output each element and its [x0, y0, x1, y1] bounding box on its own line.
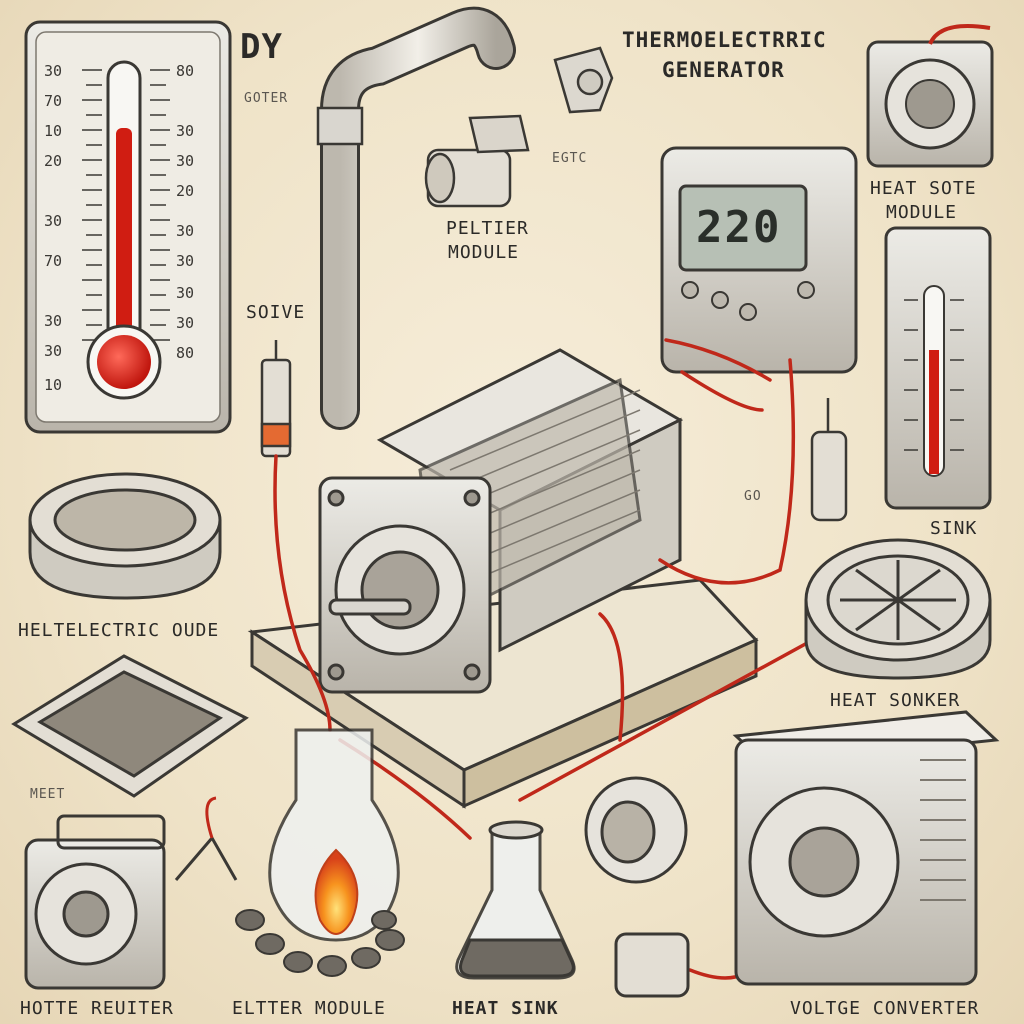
title-line-1: THERMOELECTRRIC	[622, 28, 827, 52]
thermometer-scale-lines	[82, 69, 170, 341]
fan-unit-left	[24, 814, 166, 990]
label-solve: SOIVE	[246, 302, 306, 323]
corner-subtitle: GOTER	[244, 91, 289, 106]
thermo-left-tick: 30	[44, 212, 63, 230]
thermo-right-tick: 30	[176, 152, 195, 170]
thermo-left-tick: 70	[44, 92, 63, 110]
label-heat-sote-2: MODULE	[886, 202, 958, 223]
erlenmeyer-flask	[455, 820, 576, 980]
thermo-left-tick: 30	[44, 62, 63, 80]
corner-title: DY	[240, 27, 283, 67]
title-line-2: GENERATOR	[662, 58, 785, 82]
thermo-right-tick: 80	[176, 344, 195, 362]
thermo-left-tick: 30	[44, 312, 63, 330]
thermo-right-tick: 30	[176, 122, 195, 140]
label-bottom-4: VOLTGE CONVERTER	[790, 998, 980, 1019]
label-bottom-3: HEAT SINK	[452, 998, 559, 1019]
sensor-bracket	[553, 46, 614, 114]
thermo-left-tick: 70	[44, 252, 63, 270]
thermo-right-tick: 20	[176, 182, 195, 200]
thermo-left-tick: 10	[44, 122, 63, 140]
peltier-plug	[424, 114, 530, 208]
label-heltelectric: HELTELECTRIC OUDE	[18, 620, 220, 641]
mesh-plate	[11, 654, 249, 798]
thermo-left-tick: 10	[44, 376, 63, 394]
pliers	[174, 796, 238, 881]
thermometer-small	[884, 226, 992, 510]
thermo-right-tick: 30	[176, 252, 195, 270]
plug-box	[614, 932, 690, 998]
heat-sink-disc	[28, 472, 222, 600]
teg-machine	[318, 348, 684, 694]
label-bottom-1: HOTTE REUITER	[20, 998, 174, 1019]
voltmeter	[660, 146, 858, 374]
heat-pipe	[316, 6, 516, 430]
label-meet: MEET	[30, 787, 66, 802]
thermo-right-tick: 80	[176, 62, 195, 80]
coil-spool	[584, 776, 688, 884]
label-go: GO	[744, 489, 762, 504]
thermometer	[24, 20, 232, 434]
burner-flask	[235, 728, 405, 977]
thermo-right-tick: 30	[176, 222, 195, 240]
label-peltier-1: PELTIER	[446, 218, 529, 239]
thermo-left-tick: 30	[44, 342, 63, 360]
label-heat-sonker: HEAT SONKER	[830, 690, 961, 711]
thermo-left-tick: 20	[44, 152, 63, 170]
voltage-converter	[732, 710, 1000, 986]
thermometer-mercury	[116, 128, 132, 360]
meter-reading: 220	[696, 202, 782, 253]
label-sink: SINK	[930, 518, 978, 539]
label-heat-sote-1: HEAT SOTE	[870, 178, 977, 199]
label-bottom-2: ELTTER MODULE	[232, 998, 386, 1019]
thermo-right-tick: 30	[176, 284, 195, 302]
fan-grille	[804, 538, 992, 680]
label-peltier-2: MODULE	[448, 242, 520, 263]
label-egtc: EGTC	[552, 151, 588, 166]
thermo-right-tick: 30	[176, 314, 195, 332]
capacitor	[810, 398, 848, 522]
fan-module-top	[866, 24, 994, 168]
temperature-probe	[260, 340, 292, 458]
